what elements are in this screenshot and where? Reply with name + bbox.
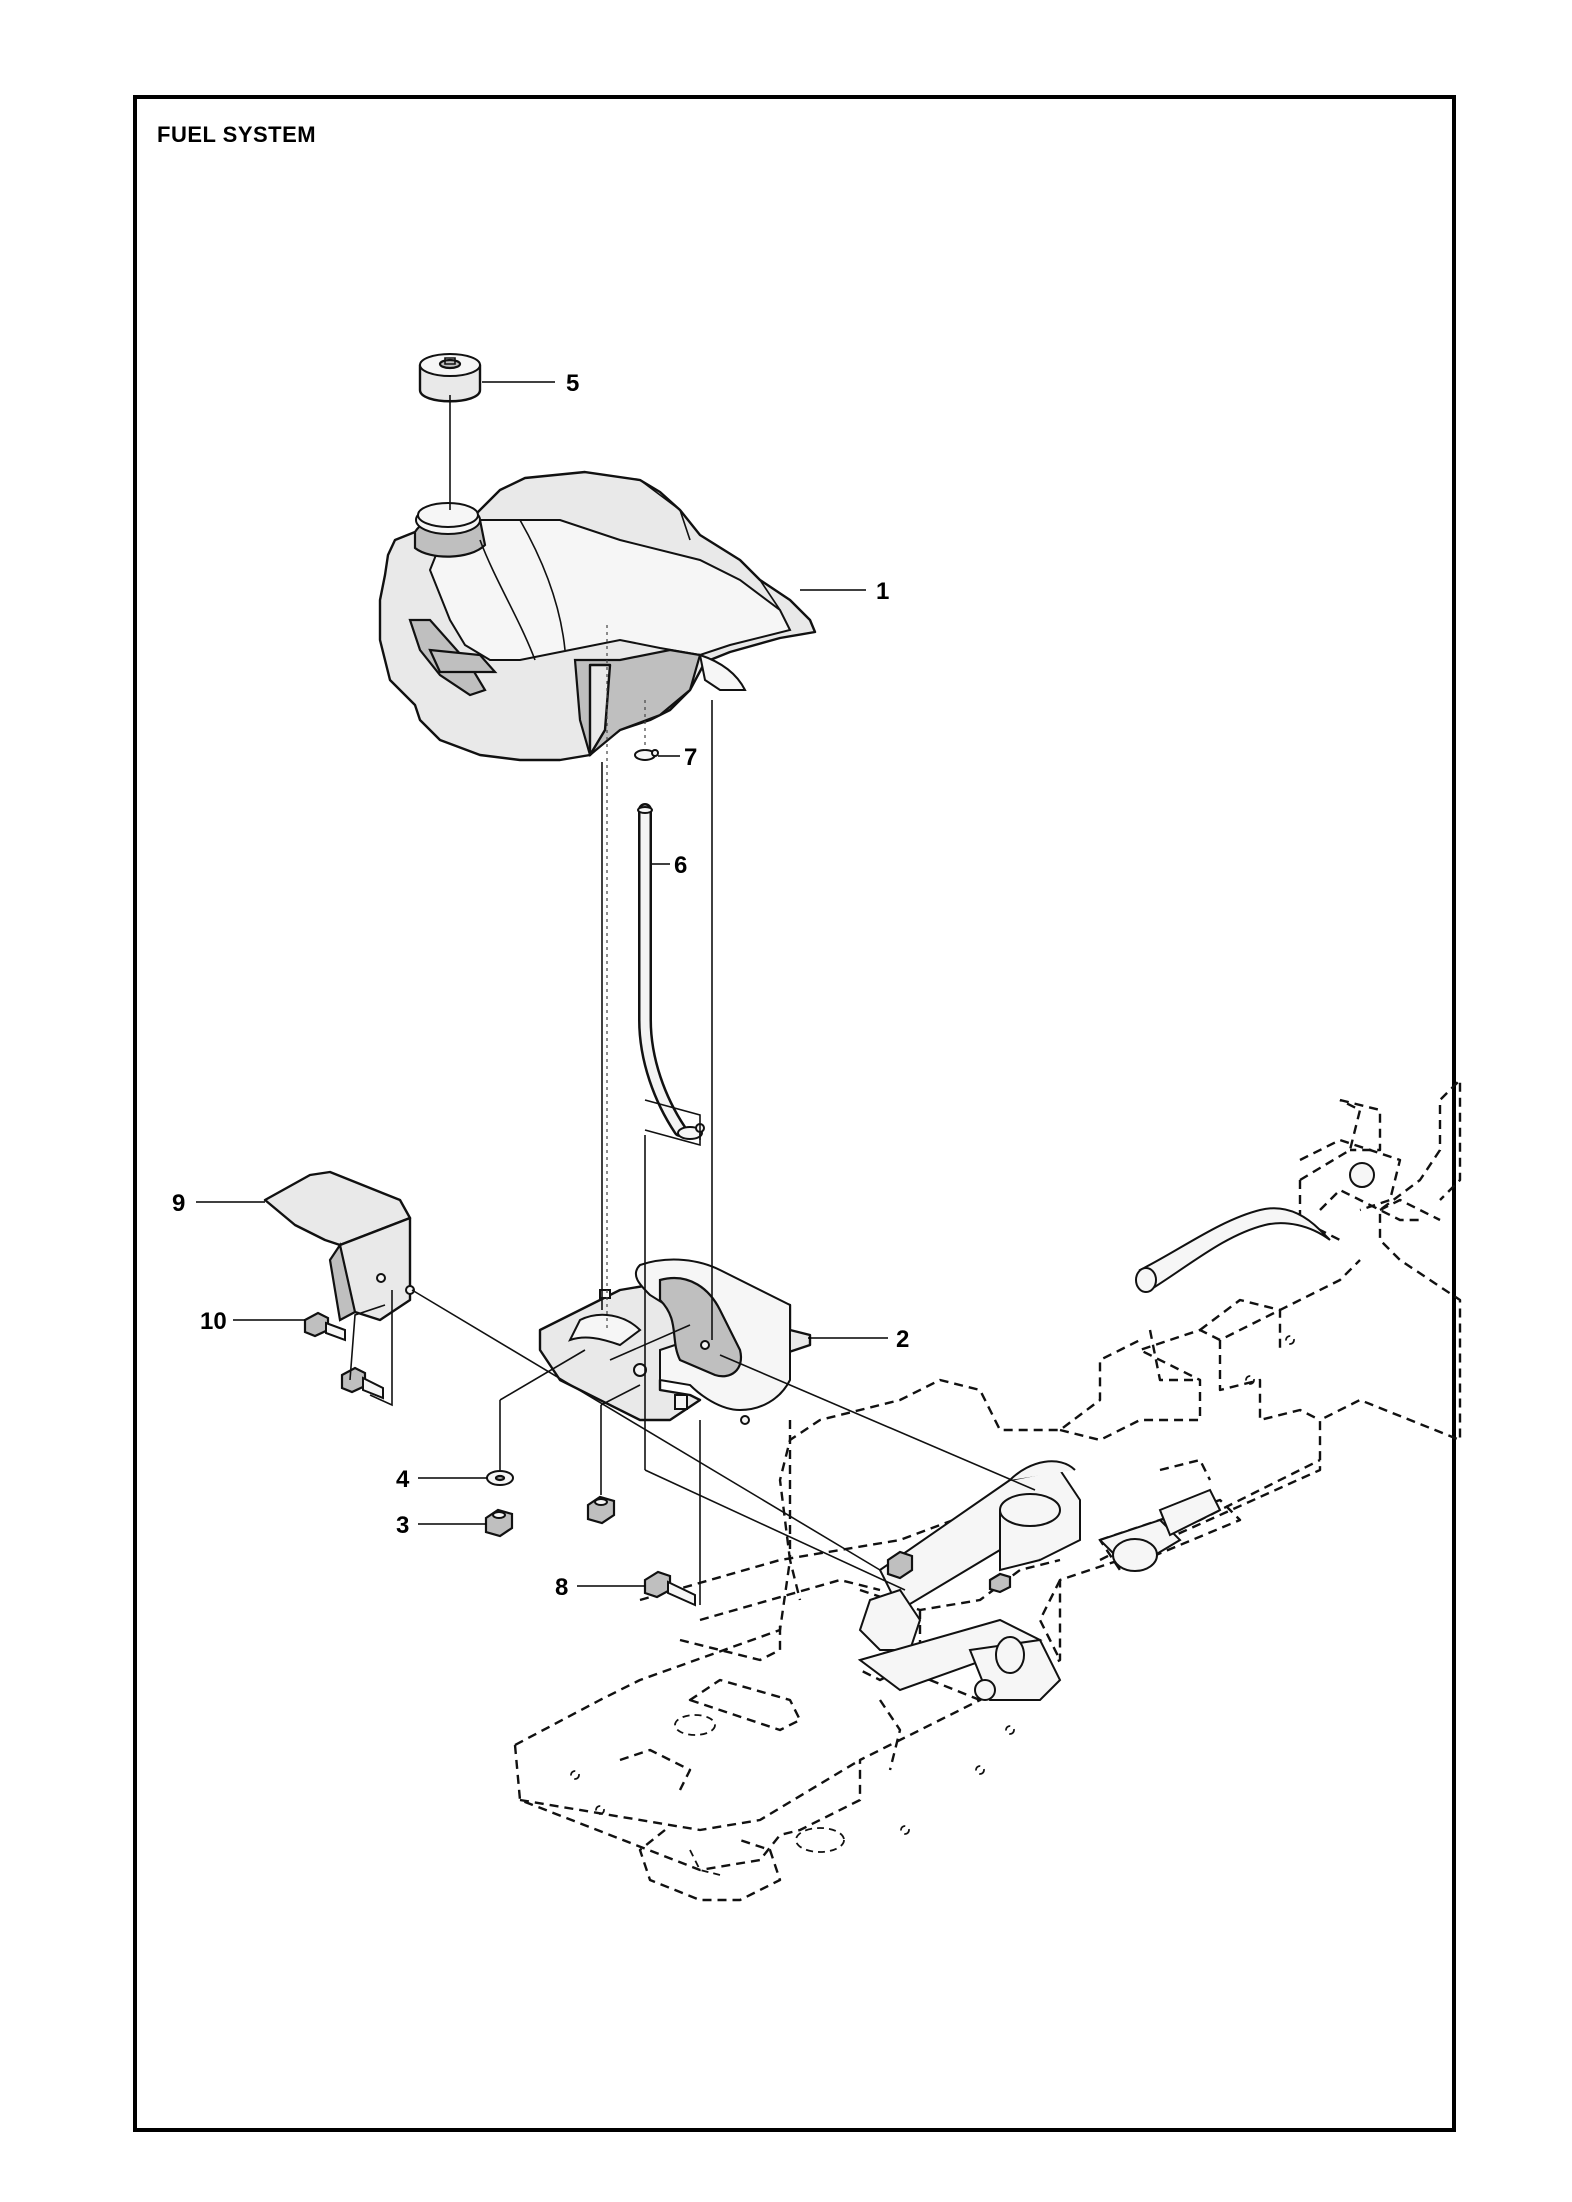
callout-part-10: 10	[200, 1308, 305, 1335]
callout-label-1: 1	[876, 578, 889, 605]
callout-label-3: 3	[396, 1512, 409, 1539]
callout-part-8: 8	[555, 1574, 645, 1601]
hose-clamp-part-7	[634, 749, 659, 761]
callout-label-7: 7	[684, 744, 697, 771]
callout-part-9: 9	[172, 1190, 265, 1217]
callout-label-6: 6	[674, 852, 687, 879]
callout-label-10: 10	[200, 1308, 227, 1335]
assembly-lines	[349, 395, 1036, 1605]
callout-part-4: 4	[396, 1466, 487, 1493]
callout-part-2: 2	[808, 1326, 909, 1353]
callout-part-5: 5	[482, 370, 579, 397]
fuel-hose-part-6	[637, 803, 705, 1140]
callout-part-7: 7	[658, 744, 697, 771]
callout-label-5: 5	[566, 370, 579, 397]
heat-shield-part-9	[263, 1170, 415, 1322]
callout-part-3: 3	[396, 1512, 486, 1539]
fuel-tank-part-1	[378, 470, 817, 762]
page-title: FUEL SYSTEM	[157, 122, 317, 147]
callout-label-8: 8	[555, 1574, 568, 1601]
tunnel-assembly	[857, 1460, 1222, 1701]
fasteners	[303, 1311, 1012, 1607]
callout-part-1: 1	[800, 578, 889, 605]
tank-bracket-part-2	[538, 1258, 812, 1425]
fuel-cap-part-5	[418, 353, 482, 403]
callout-label-9: 9	[172, 1190, 185, 1217]
callout-part-6: 6	[652, 852, 687, 879]
chassis-frame	[513, 1078, 1462, 1902]
callout-label-2: 2	[896, 1326, 909, 1353]
callout-label-4: 4	[396, 1466, 410, 1493]
diagram-frame	[133, 95, 1456, 2132]
